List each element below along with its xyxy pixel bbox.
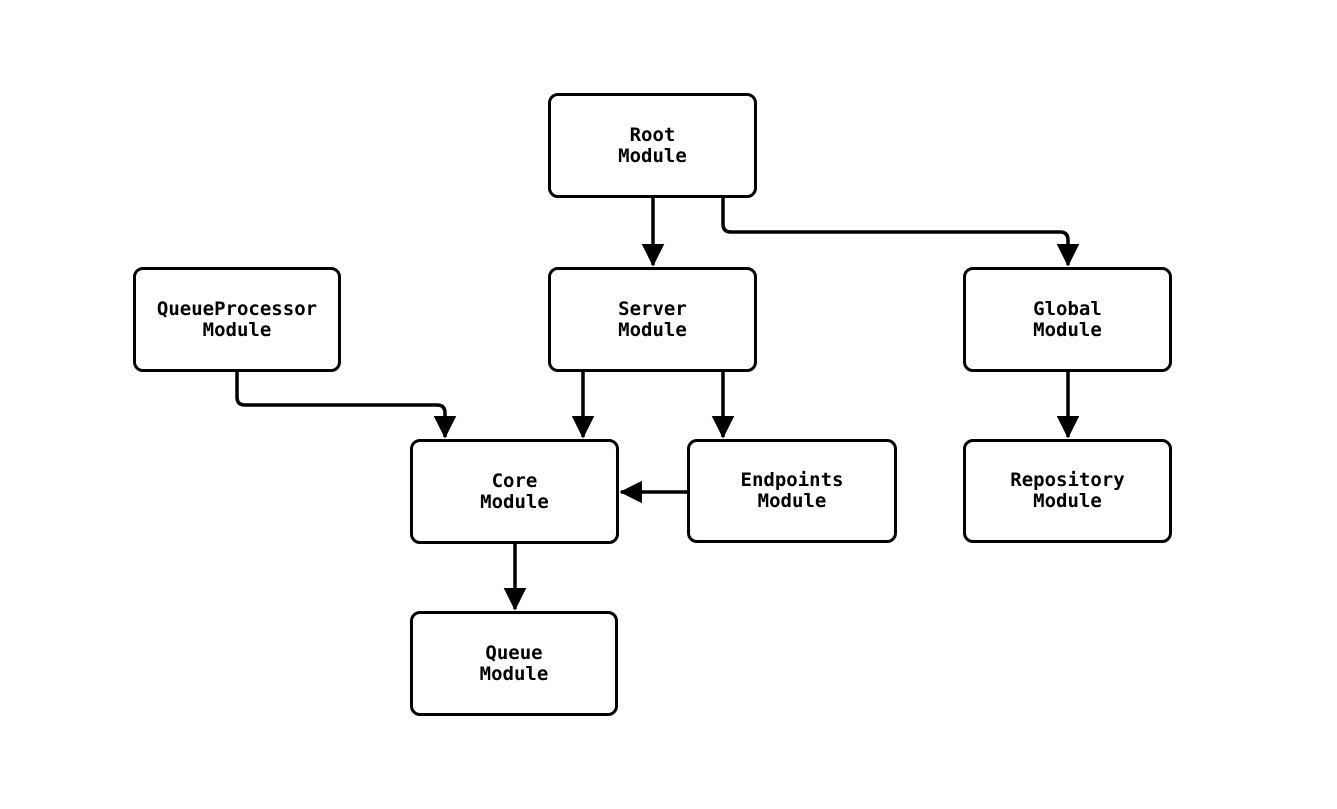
node-root-module: Root Module xyxy=(548,93,757,198)
node-global-module: Global Module xyxy=(963,267,1172,372)
edge-queueprocessor-to-core xyxy=(235,372,457,439)
node-repository-module-label: Repository Module xyxy=(1010,469,1125,512)
edge-root-to-global xyxy=(721,198,1080,267)
node-queue-module: Queue Module xyxy=(410,611,618,716)
node-queueprocessor-module: QueueProcessor Module xyxy=(133,267,341,372)
node-root-module-label: Root Module xyxy=(618,123,687,167)
node-repository-module: Repository Module xyxy=(963,439,1172,543)
node-server-module: Server Module xyxy=(548,267,757,372)
node-core-module-label: Core Module xyxy=(480,469,549,513)
node-endpoints-module-label: Endpoints Module xyxy=(740,469,844,512)
node-server-module-label: Server Module xyxy=(618,297,687,341)
node-queueprocessor-module-label: QueueProcessor Module xyxy=(156,297,318,341)
node-queue-module-label: Queue Module xyxy=(479,641,549,685)
node-endpoints-module: Endpoints Module xyxy=(687,439,897,543)
node-global-module-label: Global Module xyxy=(1033,297,1102,341)
node-core-module: Core Module xyxy=(410,439,619,544)
